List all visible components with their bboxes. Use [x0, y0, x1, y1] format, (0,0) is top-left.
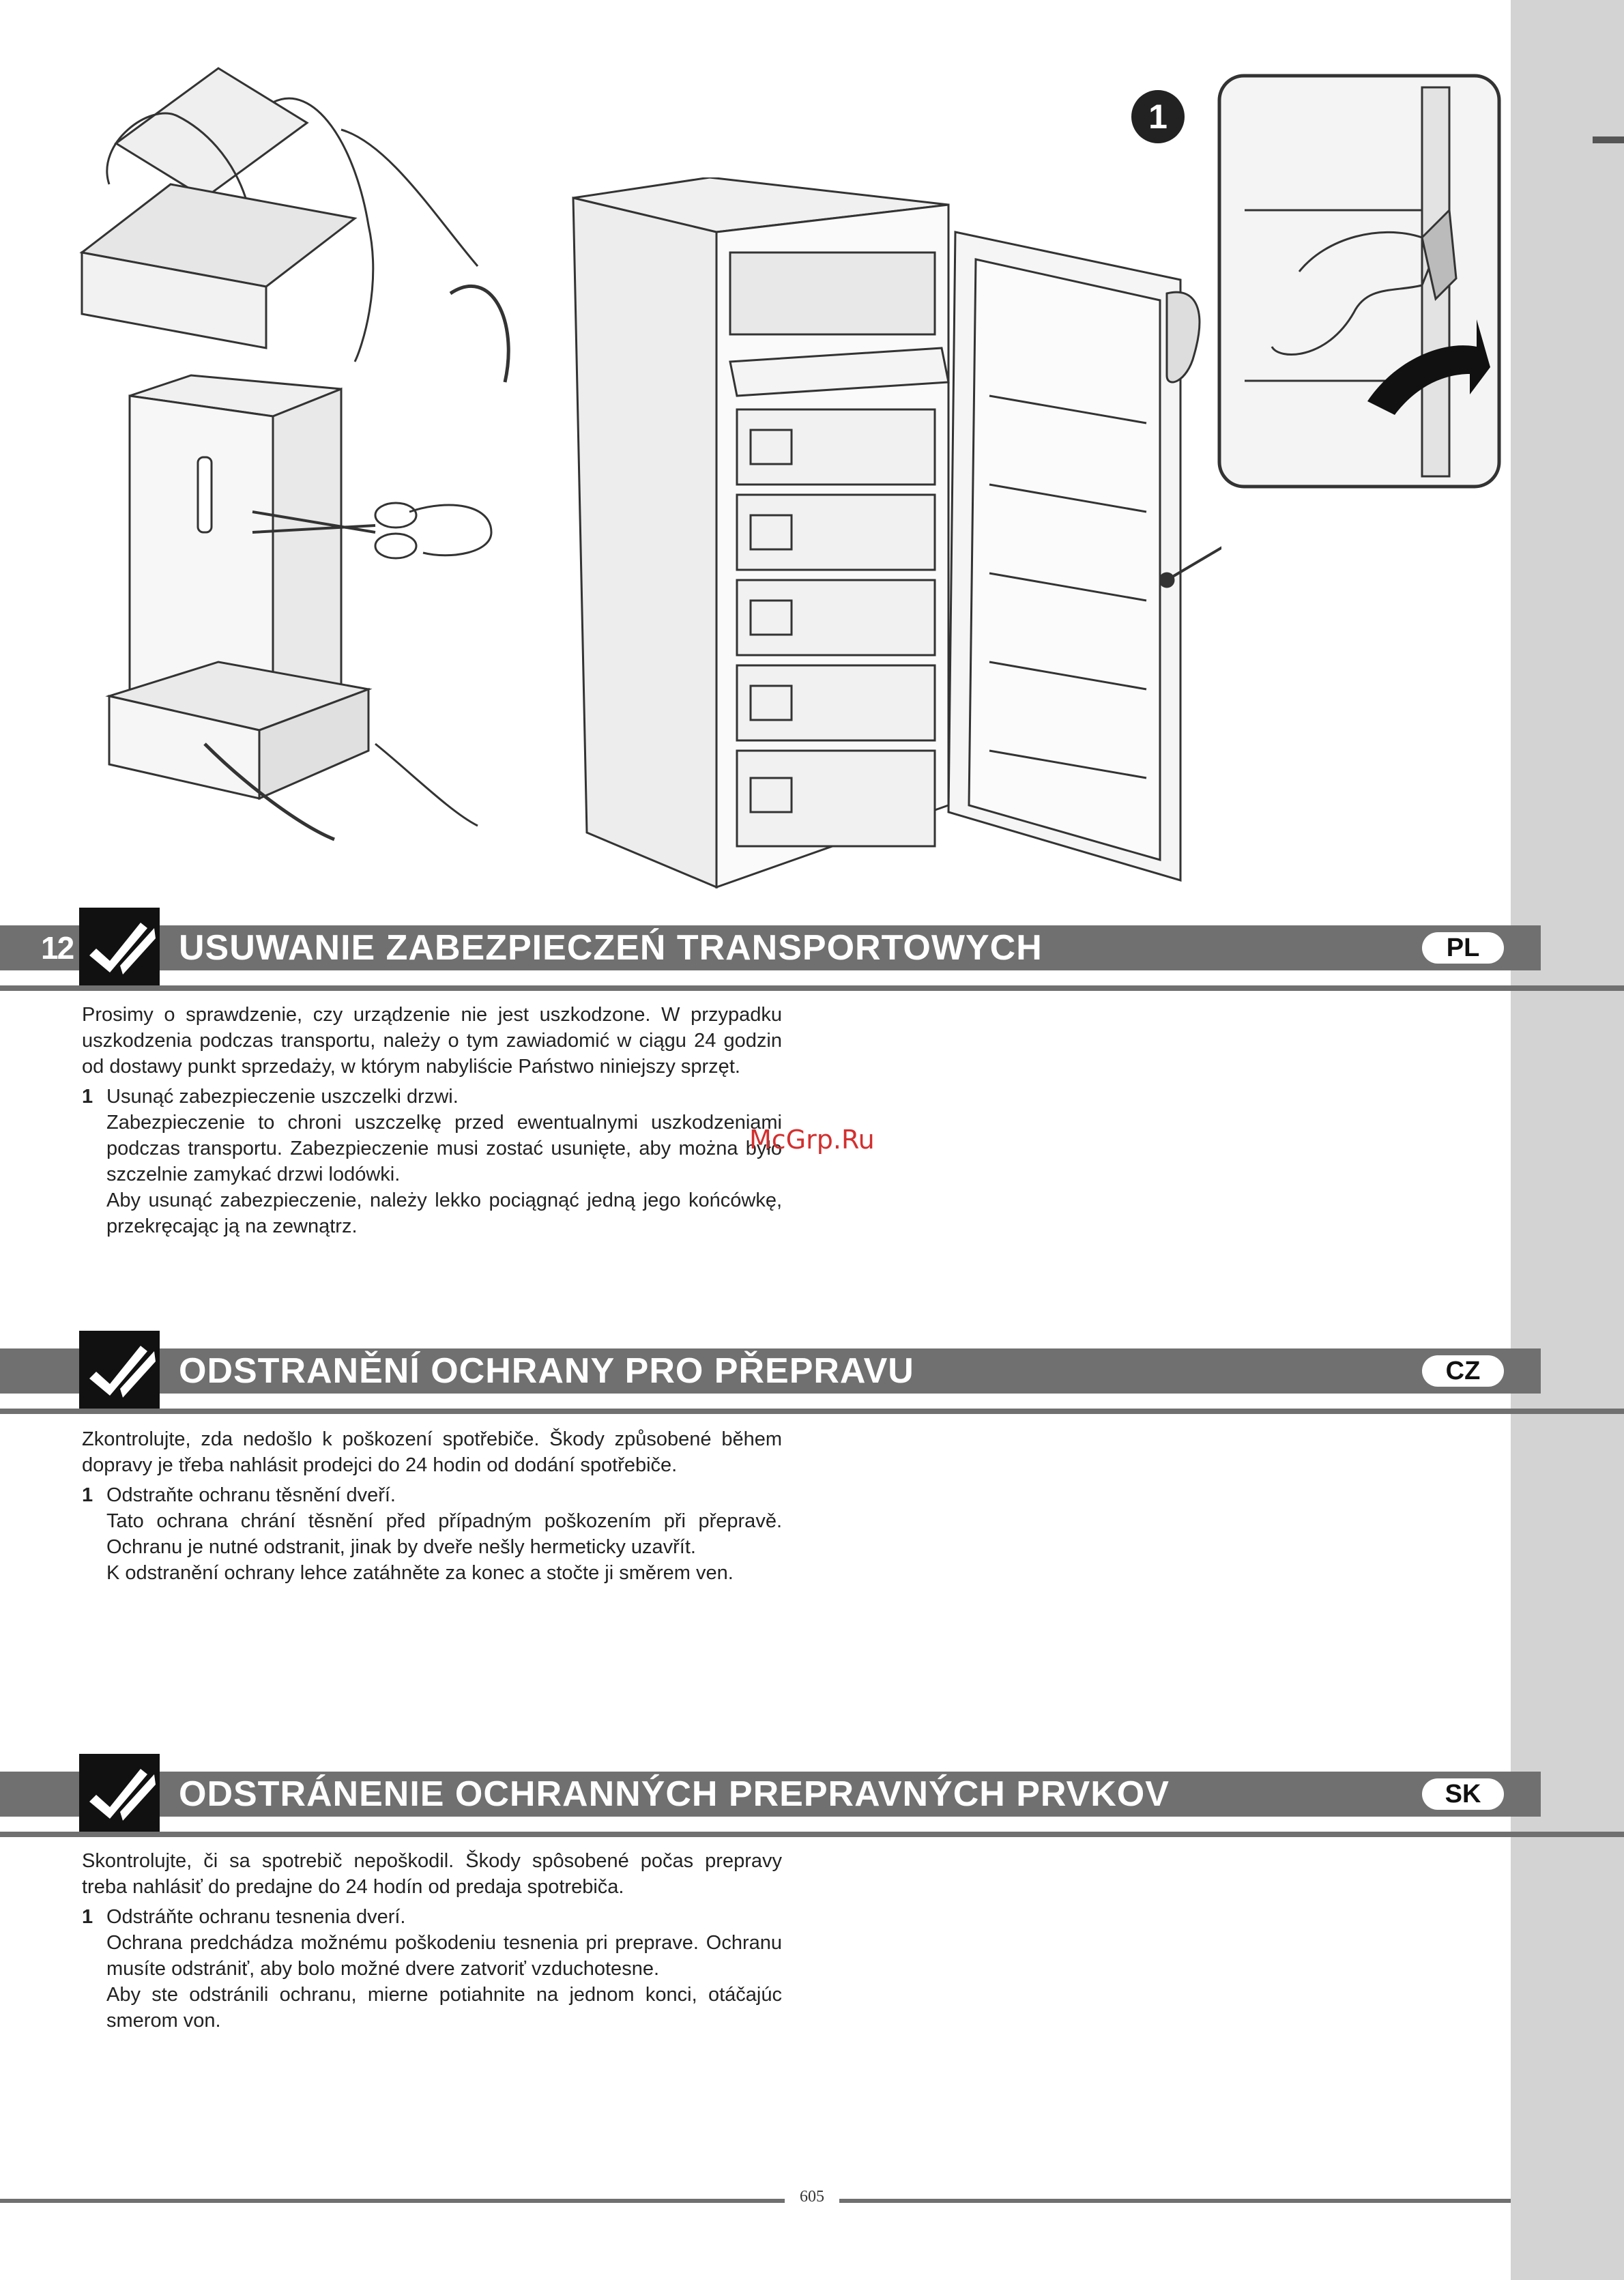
- item-number: 1: [82, 1484, 93, 1506]
- section-header-pl: 12 USUWANIE ZABEZPIECZEŃ TRANSPORTOWYCH …: [0, 925, 1541, 970]
- item-number: 1: [82, 1086, 93, 1108]
- detail-paragraph: Aby ste odstránili ochranu, mierne potia…: [106, 1984, 782, 2032]
- detail-paragraph: Zabezpieczenie to chroni uszczelkę przed…: [106, 1112, 782, 1185]
- footer-line-left: [0, 2199, 785, 2203]
- unpacking-illustration: [79, 67, 510, 841]
- section-header-cz: ODSTRANĚNÍ OCHRANY PRO PŘEPRAVU CZ: [0, 1348, 1541, 1394]
- book-check-icon: [79, 1754, 160, 1834]
- detail-paragraph: Ochrana predchádza možnému poškodeniu te…: [106, 1932, 782, 1980]
- footer-page-number: 605: [800, 2188, 824, 2206]
- book-check-icon: [79, 908, 160, 988]
- section-divider: [0, 985, 1624, 991]
- numbered-item: 1 Odstraňte ochranu těsnění dveří.: [82, 1482, 782, 1508]
- language-badge-cz: CZ: [1422, 1355, 1504, 1387]
- book-check-icon: [79, 1331, 160, 1411]
- page-number: 12: [41, 930, 74, 966]
- section-title-pl: USUWANIE ZABEZPIECZEŃ TRANSPORTOWYCH: [179, 928, 1043, 968]
- section-divider: [0, 1409, 1624, 1414]
- footer-line-right: [839, 2199, 1511, 2203]
- section-body-cz: Zkontrolujte, zda nedošlo k poškození sp…: [82, 1426, 782, 1586]
- section-body-sk: Skontrolujte, či sa spotrebič nepoškodil…: [82, 1848, 782, 2034]
- intro-paragraph: Prosimy o sprawdzenie, czy urządzenie ni…: [82, 1004, 782, 1078]
- door-seal-detail-illustration: [1217, 74, 1501, 489]
- page-tab-marker: [1593, 136, 1624, 143]
- detail-paragraph: K odstranění ochrany lehce zatáhněte za …: [106, 1562, 734, 1584]
- item-number: 1: [82, 1906, 93, 1928]
- language-badge-pl: PL: [1422, 932, 1504, 964]
- section-title-cz: ODSTRANĚNÍ OCHRANY PRO PŘEPRAVU: [179, 1351, 914, 1391]
- detail-paragraph: Tato ochrana chrání těsnění před případn…: [106, 1510, 782, 1558]
- section-divider: [0, 1832, 1624, 1837]
- item-text: Odstráňte ochranu tesnenia dverí.: [106, 1906, 406, 1928]
- item-text: Usunąć zabezpieczenie uszczelki drzwi.: [106, 1086, 459, 1108]
- numbered-item: 1 Usunąć zabezpieczenie uszczelki drzwi.: [82, 1084, 782, 1110]
- item-text: Odstraňte ochranu těsnění dveří.: [106, 1484, 396, 1506]
- step-number-marker: 1: [1131, 90, 1185, 143]
- watermark: McGrp.Ru: [749, 1125, 875, 1155]
- section-body-pl: Prosimy o sprawdzenie, czy urządzenie ni…: [82, 1002, 782, 1239]
- freezer-open-door-illustration: [572, 177, 1221, 889]
- language-badge-sk: SK: [1422, 1778, 1504, 1810]
- section-header-sk: ODSTRÁNENIE OCHRANNÝCH PREPRAVNÝCH PRVKO…: [0, 1772, 1541, 1817]
- detail-paragraph: Aby usunąć zabezpieczenie, należy lekko …: [106, 1189, 782, 1237]
- intro-paragraph: Zkontrolujte, zda nedošlo k poškození sp…: [82, 1428, 782, 1476]
- numbered-item: 1 Odstráňte ochranu tesnenia dverí.: [82, 1904, 782, 1930]
- page-side-strip: [1511, 0, 1624, 2280]
- intro-paragraph: Skontrolujte, či sa spotrebič nepoškodil…: [82, 1850, 782, 1898]
- section-title-sk: ODSTRÁNENIE OCHRANNÝCH PREPRAVNÝCH PRVKO…: [179, 1774, 1170, 1814]
